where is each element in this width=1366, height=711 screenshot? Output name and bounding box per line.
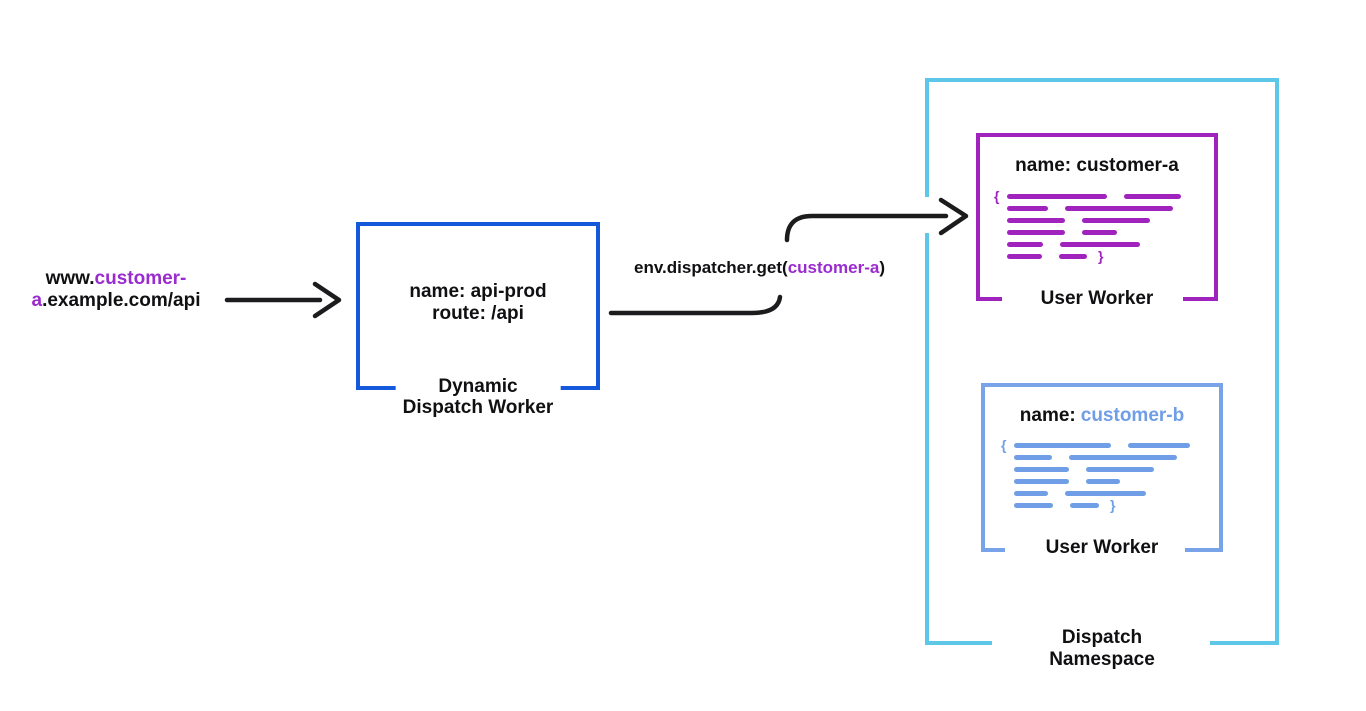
dispatcher-call-label: env.dispatcher.get(customer-a) [634,258,885,277]
worker-a-label: User Worker [1033,288,1161,310]
worker-b-label: User Worker [1038,537,1166,559]
dynamic-dispatch-worker-box: name: api-prod route: /api Dynamic Dispa… [356,222,600,418]
dispatch-namespace-box: Dispatch Namespace [925,78,1279,671]
user-worker-a-box: name: customer-a {} User Worker [976,133,1218,310]
namespace-left-border-gap [925,197,929,233]
request-url-suffix: .example.com/api [42,290,201,311]
code-lines-icon: {} [994,189,1181,266]
request-url-customer: customer-a [31,268,187,311]
request-url: www.customer-a.example.com/api [10,268,222,312]
dispatch-arrow-lower [608,294,783,316]
request-url-prefix: www. [45,268,95,289]
dispatch-worker-route: route: /api [432,303,524,324]
dispatcher-call-customer: customer-a [787,258,880,277]
request-arrow-head-icon [312,281,342,319]
worker-b-name: name:customer-b [1019,405,1185,426]
dispatch-worker-label: Dynamic Dispatch Worker [395,376,561,418]
dispatch-worker-config: name: api-prod route: /api [360,281,596,325]
worker-a-name: name: customer-a [1015,155,1179,176]
user-worker-b-box: name:customer-b {} User Worker [981,383,1223,559]
namespace-label: Dispatch Namespace [1042,627,1162,671]
code-lines-icon: {} [1001,438,1190,515]
dispatch-arrow-upper [784,213,949,243]
dispatch-worker-name: name: api-prod [409,281,547,302]
